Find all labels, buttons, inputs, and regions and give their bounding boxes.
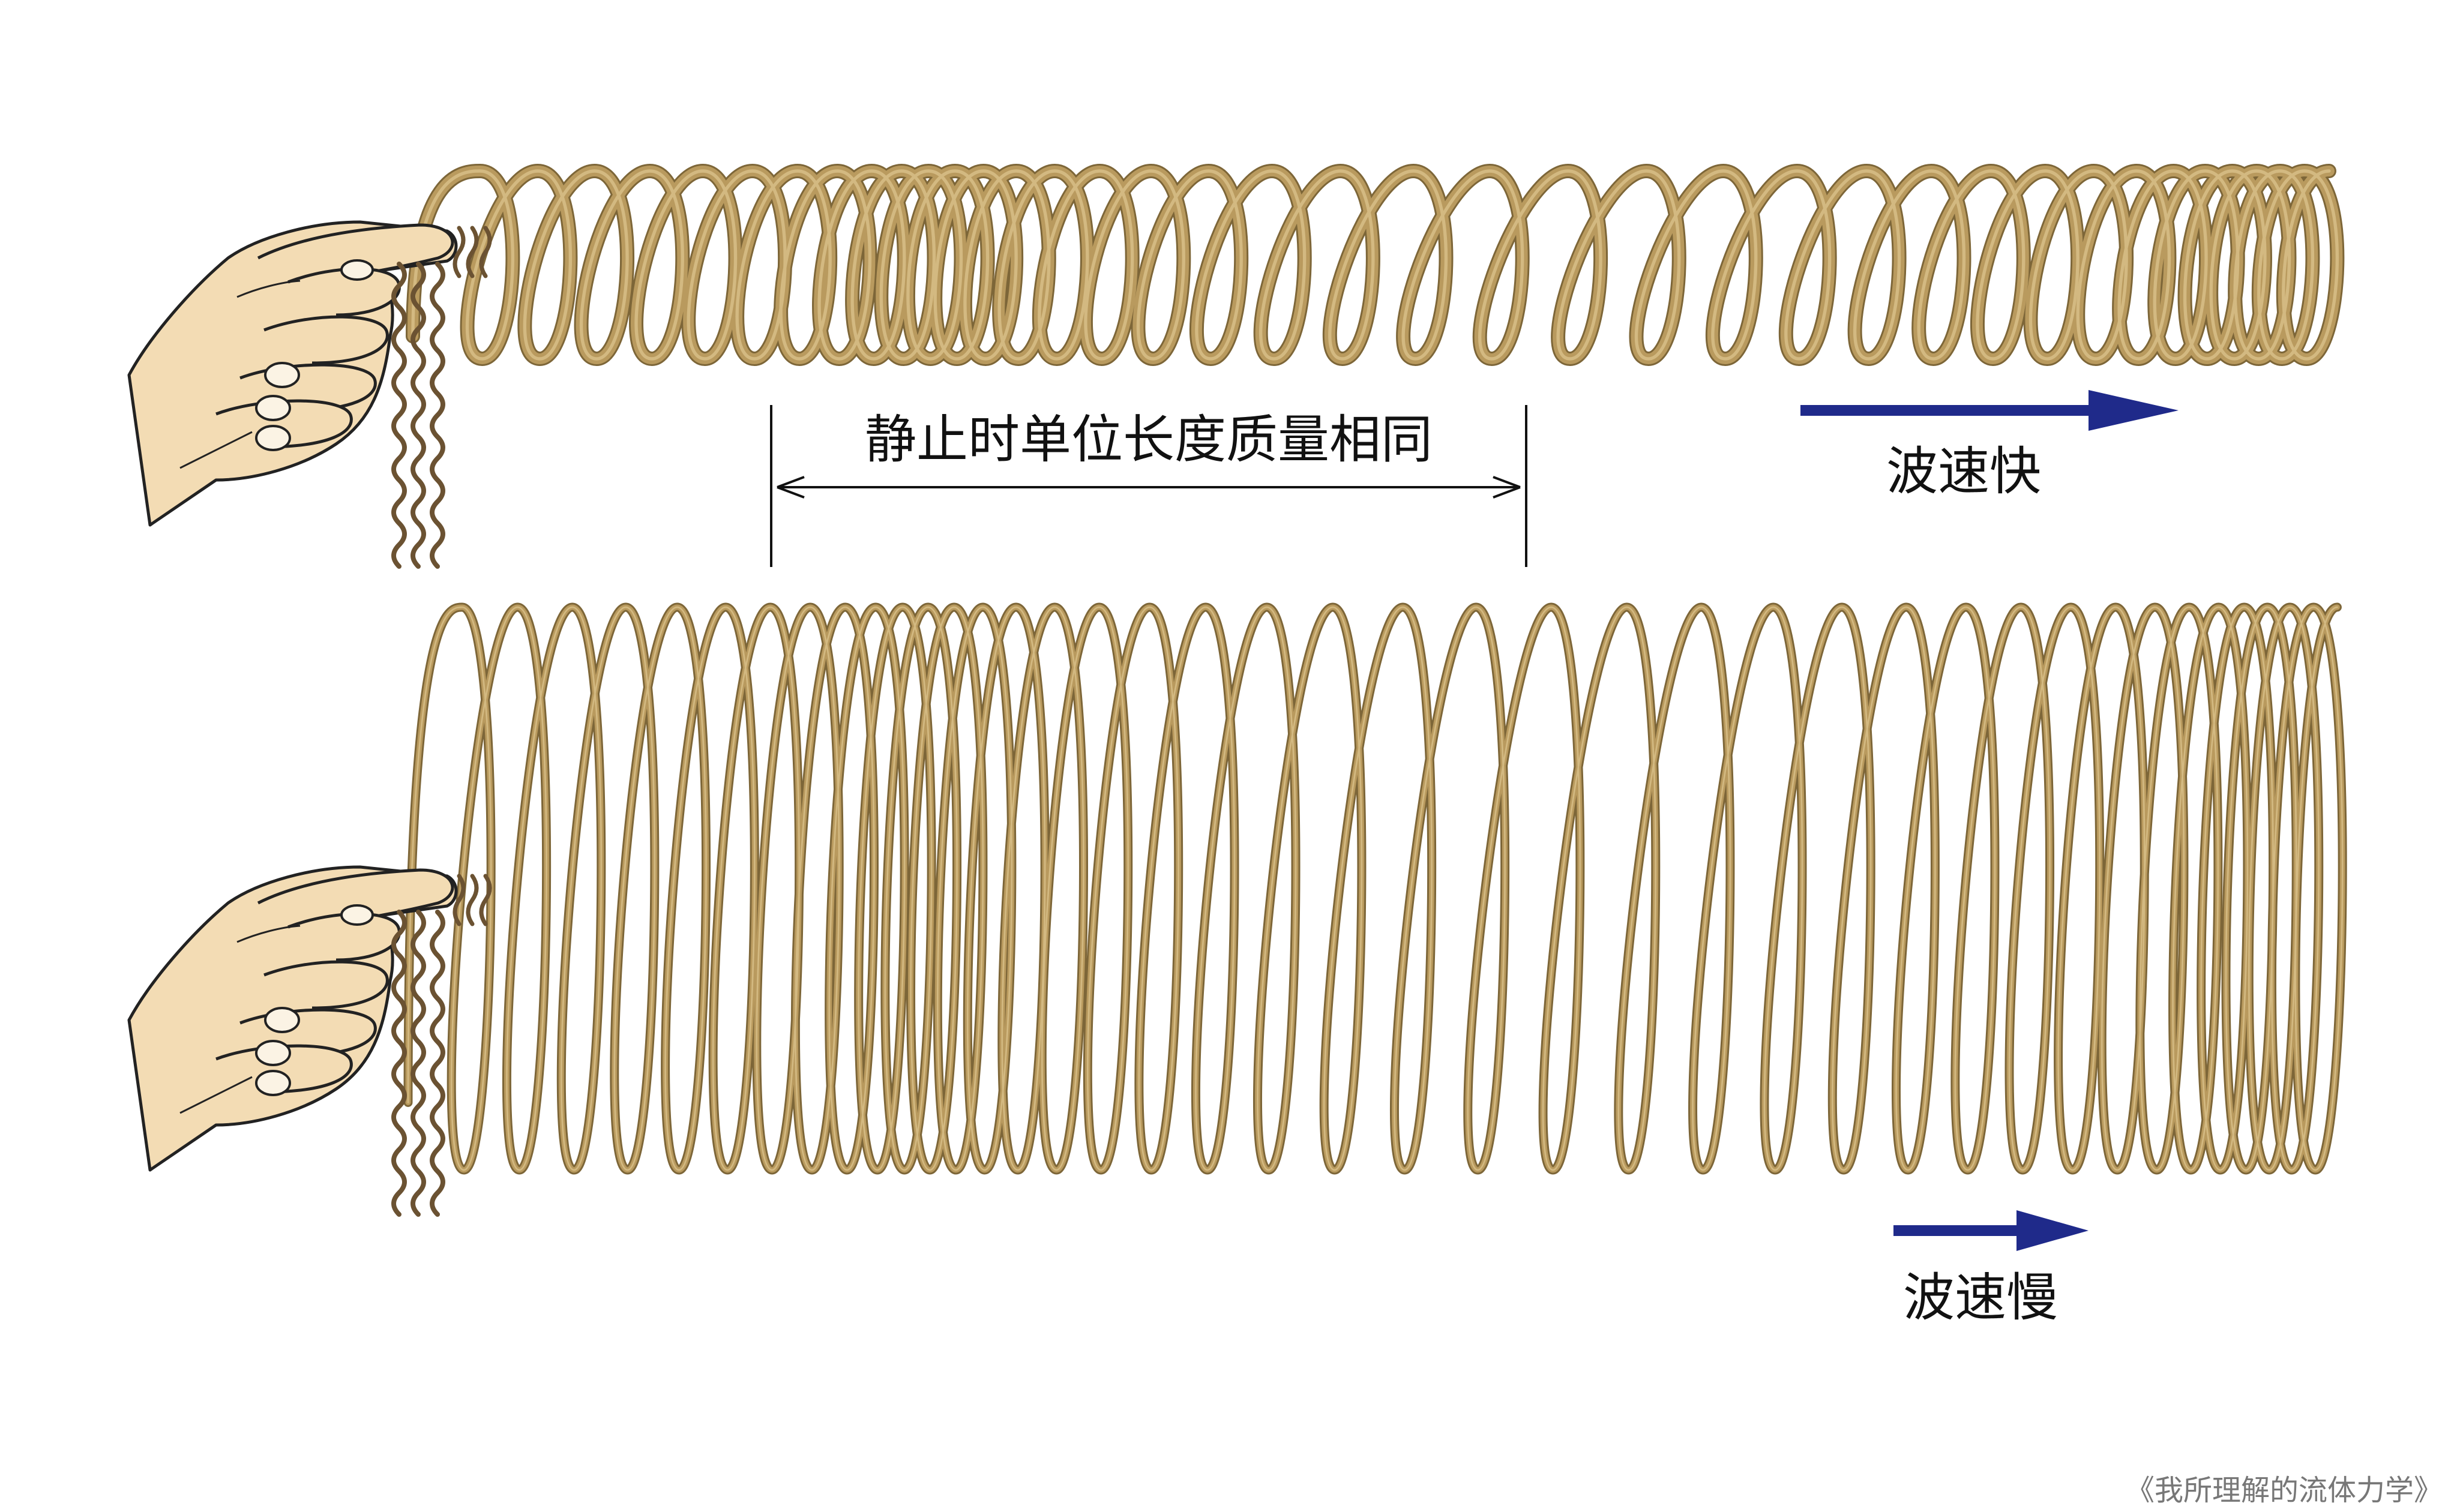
dimension-left-arrowhead [777, 476, 805, 499]
top-panel: 静止时单位长度质量相同 波速快 [127, 164, 2345, 569]
credit-text: 《我所理解的流体力学》 [2126, 1474, 2443, 1507]
top-hand-icon [127, 220, 458, 527]
bottom-hand-icon [127, 865, 458, 1172]
top-spring [406, 164, 2345, 366]
fast-arrow-icon [1800, 390, 2179, 431]
top-vibration-icon [391, 226, 492, 569]
dimension-marker: 静止时单位长度质量相同 [770, 405, 1527, 567]
same-mass-label: 静止时单位长度质量相同 [865, 410, 1433, 470]
bottom-spring [403, 602, 2347, 1175]
bottom-vibration-icon [391, 874, 492, 1217]
fast-label: 波速快 [1886, 442, 2041, 502]
slow-arrow-icon [1893, 1210, 2089, 1251]
slow-label: 波速慢 [1903, 1268, 2058, 1328]
bottom-panel: 波速慢 [127, 602, 2347, 1328]
dimension-right-arrowhead [1493, 476, 1521, 499]
